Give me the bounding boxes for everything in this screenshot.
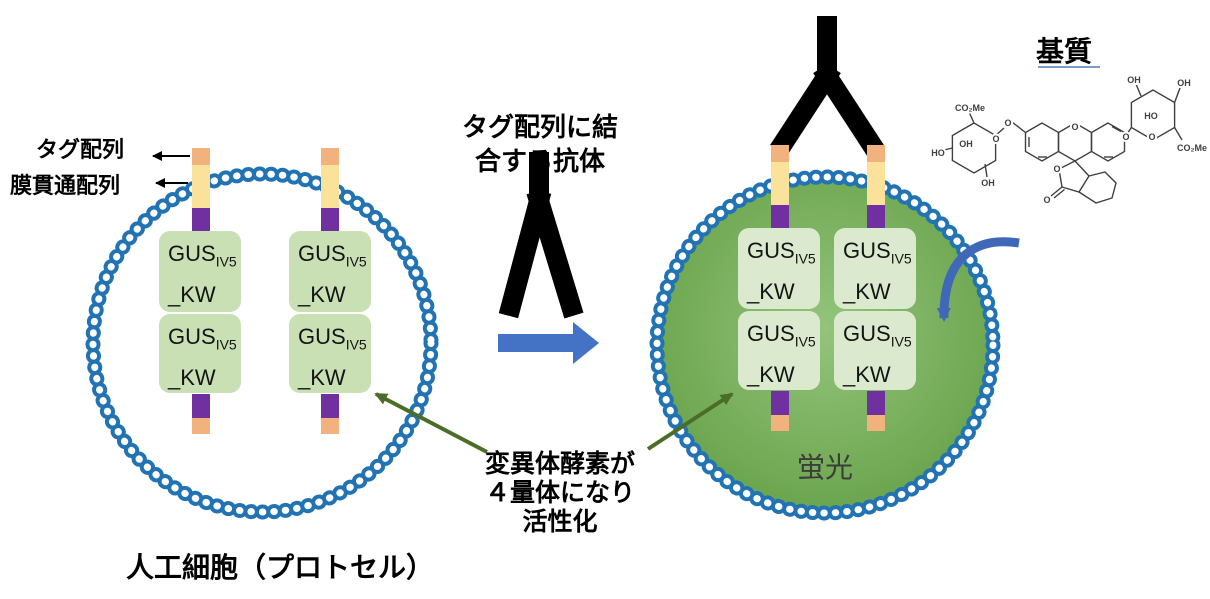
- gus-label: GUSIV5: [747, 238, 816, 267]
- gus-label-line2: _KW: [747, 362, 795, 388]
- gus-label-line2: _KW: [843, 279, 891, 305]
- tetramer-note: 変異体酵素が ４量体になり 活性化: [460, 450, 660, 537]
- membrane-anchor-segment: [771, 391, 789, 415]
- gus-label: GUSIV5: [298, 241, 367, 270]
- atom-label: HO: [931, 148, 945, 158]
- membrane-anchor-segment: [192, 208, 210, 232]
- gus-enzyme-box: GUSIV5 _KW: [159, 231, 241, 312]
- protocell-caption: 人工細胞（プロトセル）: [126, 552, 435, 583]
- right-cell-membrane: [649, 169, 1001, 521]
- tag-sequence-segment: [321, 418, 339, 434]
- membrane-anchor-segment: [867, 205, 885, 229]
- gus-label: GUSIV5: [747, 321, 816, 350]
- tag-sequence-segment: [771, 145, 789, 162]
- atom-label: O: [1122, 132, 1129, 142]
- membrane-anchor-segment: [321, 208, 339, 232]
- antibody-caption-line2: 合する抗体: [474, 146, 605, 176]
- membrane-anchor-segment: [867, 391, 885, 415]
- gus-enzyme-box: GUSIV5 _KW: [834, 311, 916, 390]
- tetramer-note-line1: 変異体酵素が: [484, 450, 635, 478]
- atom-label: O: [992, 134, 999, 144]
- substrate-title-underline: [1038, 66, 1100, 68]
- gus-enzyme-box: GUSIV5 _KW: [834, 228, 916, 309]
- gus-label: GUSIV5: [168, 324, 237, 353]
- substrate-structure: CO₂Me O OH HO OH O O O O OH OH HO O O CO…: [929, 73, 1209, 207]
- atom-label: O: [1071, 122, 1078, 132]
- gus-label: GUSIV5: [843, 321, 912, 350]
- gus-enzyme-box: GUSIV5 _KW: [159, 314, 241, 393]
- tetramer-note-line2: ４量体になり: [484, 479, 635, 507]
- transmembrane-segment: [192, 165, 210, 208]
- atom-label: CO₂Me: [955, 103, 985, 113]
- gus-label: GUSIV5: [298, 324, 367, 353]
- gus-label-line2: _KW: [298, 282, 346, 308]
- atom-label: OH: [981, 178, 995, 188]
- gus-label-line2: _KW: [168, 282, 216, 308]
- gus-enzyme-box: GUSIV5 _KW: [738, 311, 820, 390]
- gus-label-line2: _KW: [298, 365, 346, 391]
- gus-label-line2: _KW: [747, 279, 795, 305]
- tetramer-note-arrows: [374, 392, 734, 454]
- atom-label: O: [1053, 164, 1060, 174]
- tag-sequence-segment: [867, 145, 885, 162]
- tetramer-note-line3: 活性化: [522, 508, 598, 536]
- gus-label-line2: _KW: [843, 362, 891, 388]
- tag-sequence-segment: [321, 148, 339, 165]
- substrate-title: 基質: [1036, 36, 1093, 67]
- membrane-anchor-segment: [321, 394, 339, 418]
- tag-sequence-segment: [192, 418, 210, 434]
- antibody-caption: タグ配列に結 合する抗体: [443, 110, 637, 178]
- transmembrane-segment: [321, 165, 339, 208]
- atom-label: OH: [1127, 75, 1141, 85]
- transmembrane-segment: [867, 162, 885, 205]
- gus-enzyme-box: GUSIV5 _KW: [738, 228, 820, 309]
- note-arrow-right: [646, 392, 734, 451]
- transmembrane-sequence-label: 膜貫通配列: [10, 173, 121, 198]
- gus-label: GUSIV5: [843, 238, 912, 267]
- gus-enzyme-box: GUSIV5 _KW: [289, 314, 371, 393]
- process-arrow: [498, 322, 599, 364]
- membrane-anchor-segment: [192, 394, 210, 418]
- tag-sequence-segment: [867, 415, 885, 431]
- atom-label: OH: [1177, 78, 1191, 88]
- transmembrane-segment: [771, 162, 789, 205]
- gus-label-line2: _KW: [168, 365, 216, 391]
- bound-antibody-icon: [770, 16, 884, 156]
- antibody-icon: [498, 152, 584, 319]
- atom-label: O: [1043, 195, 1050, 205]
- antibody-caption-line1: タグ配列に結: [461, 112, 618, 142]
- atom-label: CO₂Me: [1177, 143, 1207, 153]
- tag-sequence-label: タグ配列: [36, 137, 125, 162]
- atom-label: O: [1148, 132, 1155, 142]
- atom-label: O: [1004, 118, 1011, 128]
- gus-enzyme-box: GUSIV5 _KW: [289, 231, 371, 312]
- atom-label: OH: [959, 139, 973, 149]
- gus-label: GUSIV5: [168, 241, 237, 270]
- tag-sequence-segment: [192, 148, 210, 165]
- tag-sequence-segment: [771, 415, 789, 431]
- substrate-entry-arrow: [936, 237, 1020, 322]
- atom-label: HO: [1144, 111, 1158, 121]
- fluorescence-label: 蛍光: [797, 452, 854, 483]
- label-arrows: [152, 151, 190, 188]
- note-arrow-left: [374, 392, 488, 454]
- left-cell-membrane: [85, 166, 439, 520]
- membrane-anchor-segment: [771, 205, 789, 229]
